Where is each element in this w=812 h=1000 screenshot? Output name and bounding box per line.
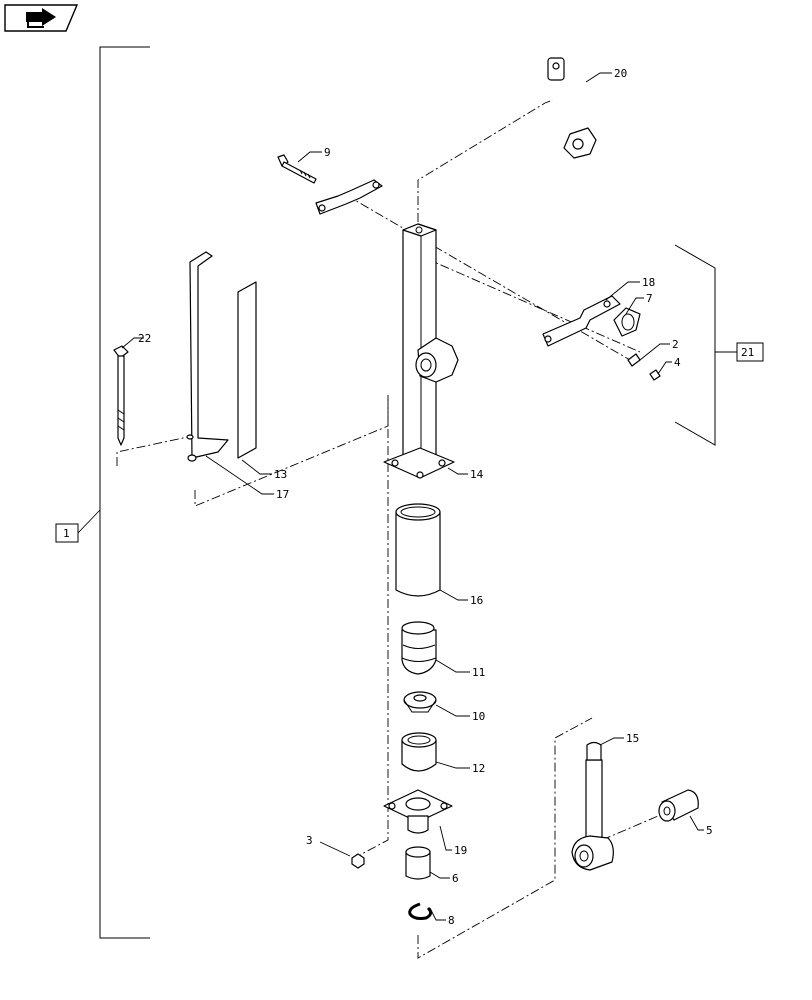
leader-lines — [121, 72, 704, 921]
main-post-part — [402, 223, 459, 456]
assembly-bracket-21 — [674, 244, 737, 446]
callout-8: 8 — [448, 914, 455, 927]
washer-part — [403, 691, 437, 713]
clamp-plate-top — [315, 179, 383, 215]
callout-12: 12 — [472, 762, 485, 775]
callout-13: 13 — [274, 468, 287, 481]
callout-15: 15 — [626, 732, 639, 745]
base-plate-part — [383, 447, 455, 479]
callout-20: 20 — [614, 67, 627, 80]
callout-21: 21 — [741, 346, 754, 359]
arrow-right-icon — [26, 8, 56, 28]
nav-arrow-button[interactable] — [4, 4, 78, 32]
callout-2: 2 — [672, 338, 679, 351]
callout-10: 10 — [472, 710, 485, 723]
callout-7: 7 — [646, 292, 653, 305]
roller-part — [658, 789, 699, 822]
rubber-bushing-part — [401, 621, 437, 675]
pivot-pin-part — [571, 741, 614, 871]
callout-14: 14 — [470, 468, 484, 481]
bracket-strap-part — [186, 251, 229, 462]
tube-part — [405, 846, 431, 880]
callout-17: 17 — [276, 488, 289, 501]
hydraulic-line-part — [547, 57, 597, 159]
small-bolt-part — [627, 353, 641, 367]
flat-plate-part — [237, 281, 257, 459]
callout-22: 22 — [138, 332, 151, 345]
callout-5: 5 — [706, 824, 713, 837]
u-clamp-part — [613, 307, 641, 337]
callout-6: 6 — [452, 872, 459, 885]
callout-19: 19 — [454, 844, 467, 857]
callout-box-21 — [736, 342, 764, 362]
callout-1: 1 — [63, 527, 70, 540]
bushing-part — [401, 732, 437, 772]
callout-18: 18 — [642, 276, 655, 289]
callout-3: 3 — [306, 834, 313, 847]
mount-bracket-part — [542, 295, 621, 347]
assembly-bracket-1 — [77, 46, 150, 939]
center-lines — [116, 99, 666, 959]
nut-part — [351, 853, 365, 869]
retaining-ring-part — [408, 902, 433, 920]
sleeve-part — [395, 503, 441, 597]
bolt-part — [277, 154, 317, 184]
callout-4: 4 — [674, 356, 681, 369]
callout-16: 16 — [470, 594, 483, 607]
callout-9: 9 — [324, 146, 331, 159]
long-bolt-part — [113, 345, 129, 446]
flange-part — [383, 789, 453, 834]
callout-11: 11 — [472, 666, 485, 679]
callout-labels: 1 21 20 9 22 18 7 2 4 13 17 14 16 11 10 … — [55, 67, 764, 927]
callout-box-1 — [55, 523, 79, 543]
small-nut-part — [649, 369, 661, 381]
